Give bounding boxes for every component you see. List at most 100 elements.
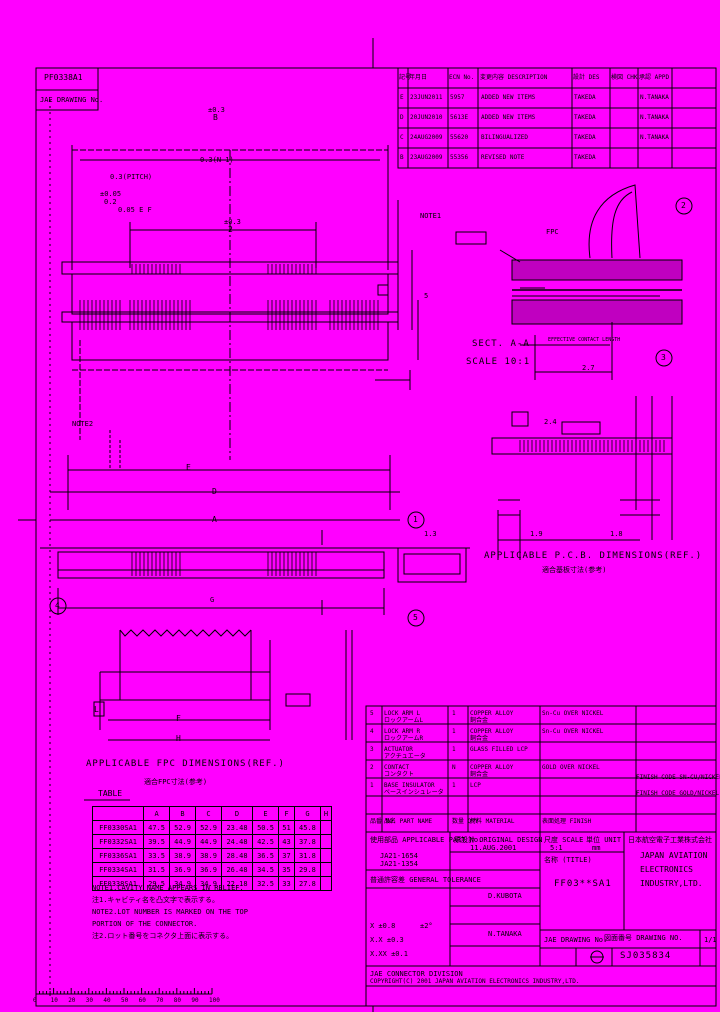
ruler-label: 90: [191, 997, 199, 1004]
confidential-line-2: COPYRIGHT(C) 2001 JAPAN AVIATION ELECTRO…: [370, 978, 580, 985]
table-cell-empty: [319, 834, 333, 849]
rev-cell-date: 20JUN2010: [410, 114, 443, 121]
unit-value: mm: [592, 844, 601, 852]
rev-cell-eco: 55356: [450, 154, 469, 161]
note1-callout: NOTE1: [420, 212, 442, 220]
scale-label: 尺度 SCALE: [544, 836, 584, 844]
part-name_jp: ベースインシュレータ: [384, 789, 444, 796]
table-cell: 26.48: [221, 862, 254, 877]
table-cell: 38.9: [195, 848, 223, 863]
dim-e-label: E: [186, 463, 191, 472]
ruler-label: 0: [33, 997, 37, 1004]
drawing-title: FF03**SA1: [554, 879, 612, 889]
finish-code-1: FINISH CODE SN-CU/NICKEL: [636, 774, 720, 781]
dim-h-label: H: [176, 734, 181, 743]
tol-box-1: 0.05 E F: [118, 206, 152, 214]
part-no-2: JA21-1354: [380, 860, 418, 868]
part-mat: COPPER ALLOY: [470, 710, 514, 717]
tol-row-3: X.XX ±0.1: [370, 950, 408, 958]
rev-cell-by: TAKEDA: [574, 114, 596, 121]
front-view: [40, 512, 470, 626]
table-cell: 52.9: [195, 820, 223, 835]
part-mat: COPPER ALLOY: [470, 764, 514, 771]
section-scale: SCALE 10:1: [466, 357, 531, 367]
dim-g-label: G: [210, 596, 215, 604]
table-header-cell: A: [143, 806, 171, 821]
table-cell: 39.5: [143, 834, 171, 849]
rev-cell-eco: 55620: [450, 134, 469, 141]
table-cell: 44.9: [195, 834, 223, 849]
table-cell: 42.5: [252, 834, 279, 849]
rev-header-mark: 記号: [399, 74, 412, 81]
original-date: 11.AUG.2001: [470, 844, 517, 852]
pitch-label: 0.3(PITCH): [110, 173, 153, 181]
part-name_jp: コンタクト: [384, 771, 415, 778]
ruler-label: 60: [138, 997, 146, 1004]
rev-cell-desc: ADDED NEW ITEMS: [481, 94, 536, 101]
company-line-3: INDUSTRY,LTD.: [640, 879, 703, 888]
part-no: 1: [370, 782, 374, 789]
table-label: TABLE: [98, 789, 123, 798]
dim-l-label: L: [94, 705, 99, 714]
part-name: CONTACT: [384, 764, 410, 771]
ruler-label: 10: [50, 997, 58, 1004]
table-cell: 51: [278, 820, 295, 835]
rev-cell-date: 23AUG2009: [410, 154, 443, 161]
tol-02: 0.2: [104, 198, 117, 206]
table-header-cell: E: [252, 806, 279, 821]
rev-header-desc: 変更内容 DESCRIPTION: [480, 74, 548, 81]
note2-callout: NOTE2: [72, 420, 94, 428]
doc-number-frame: [36, 68, 98, 110]
part-name_jp: アクチュエータ: [384, 753, 426, 760]
rev-cell-mark: D: [400, 114, 404, 121]
title-label: 名称 (TITLE): [544, 856, 592, 864]
table-cell: 43: [278, 834, 295, 849]
rev-cell-appd: N.TANAKA: [640, 114, 669, 121]
dim-24: 2.4: [544, 418, 557, 426]
ruler-label: 40: [103, 997, 111, 1004]
tol-row-2: X.X ±0.3: [370, 936, 404, 944]
table-cell: 38.9: [169, 848, 197, 863]
table-cell: 29.8: [293, 862, 321, 877]
parts-header-name: 品名 PART NAME: [384, 818, 433, 825]
bottom-ruler: [36, 988, 212, 994]
part-qty: 1: [452, 728, 456, 735]
table-cell: FF0338SA1: [91, 876, 145, 891]
parts-header-qty: 数量 QTY: [452, 818, 479, 825]
table-cell: 27.8: [293, 876, 321, 891]
rev-cell-mark: B: [400, 154, 404, 161]
dim-13: 1.3: [424, 530, 437, 538]
rev-cell-mark: C: [400, 134, 404, 141]
table-cell: 50.5: [252, 820, 279, 835]
rev-cell-appd: N.TANAKA: [640, 134, 669, 141]
table-cell: 33.5: [143, 848, 171, 863]
top-view-connector: [50, 145, 400, 520]
table-header-cell: C: [195, 806, 223, 821]
rev-cell-mark: E: [400, 94, 404, 101]
table-cell-empty: [319, 876, 333, 891]
note-line: 注2.ロット番号をコネクタ上面に表示する。: [92, 932, 234, 940]
balloon-3: 3: [661, 353, 666, 362]
table-cell: 35: [278, 862, 295, 877]
parts-header-no: 品番 NO.: [370, 818, 397, 825]
note-line: NOTE2.LOT NUMBER IS MARKED ON THE TOP: [92, 908, 248, 916]
title-block-lines: [366, 832, 716, 1006]
applicable-part-label: 使用部品 APPLICABLE PART No.: [370, 836, 483, 844]
doc-number: PF0338A1: [44, 73, 83, 82]
rev-cell-eco: 5957: [450, 94, 465, 101]
table-cell: 24.48: [221, 834, 254, 849]
table-cell: 34.9: [169, 876, 197, 891]
dim-c-tol: ±0.3: [224, 218, 241, 226]
company-line-1: JAPAN AVIATION: [640, 851, 708, 860]
dim-27: 2.7: [582, 364, 595, 372]
pcb-title-jp: 適合基板寸法(参考): [542, 566, 607, 574]
table-cell: FF0336SA1: [91, 848, 145, 863]
ruler-label: 100: [209, 997, 220, 1004]
note-line: 注1.キャビティ名を凸文字で表示する。: [92, 896, 220, 904]
section-title: SECT. A-A: [472, 339, 530, 349]
part-qty: 1: [452, 746, 456, 753]
table-cell: 23.48: [221, 820, 254, 835]
tolerance-label: 普通許容差 GENERAL TOLERANCE: [370, 876, 481, 884]
